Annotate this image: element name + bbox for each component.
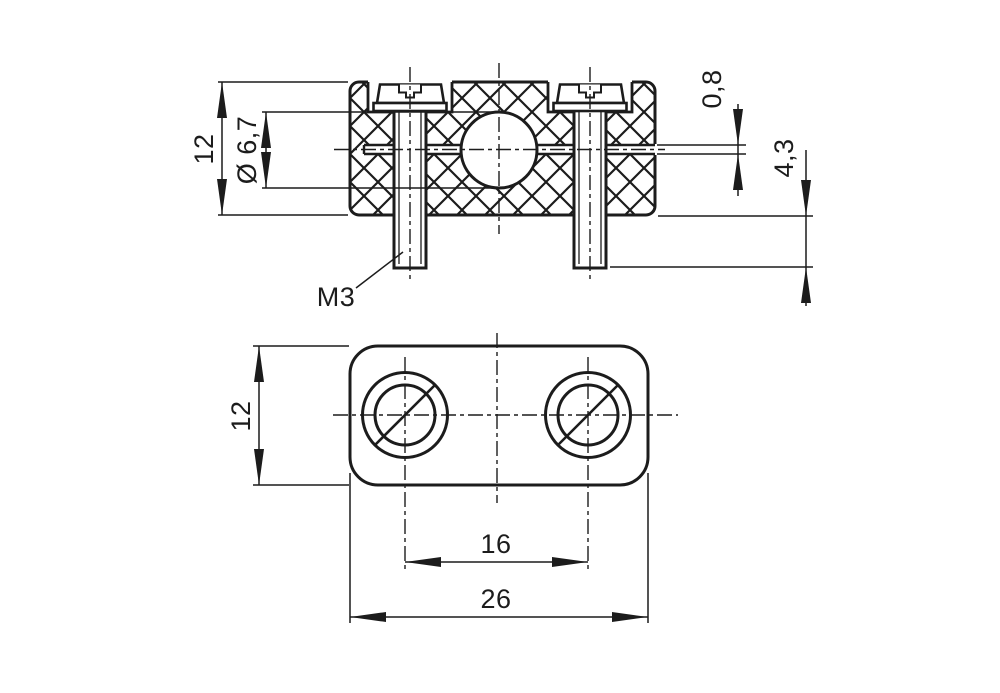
dim-label-spacing: 16 — [480, 529, 511, 559]
arrowhead-right-icon — [612, 612, 648, 622]
arrowhead-up-icon — [733, 154, 743, 190]
thread-callout: M3 — [317, 251, 404, 312]
dim-label-protrusion: 4,3 — [769, 138, 799, 177]
dim-label-slot: 0,8 — [697, 69, 727, 108]
arrowhead-down-icon — [261, 152, 271, 188]
plan-view-dimensions: 12 16 26 — [226, 345, 649, 623]
dimension-overall-width: 26 — [349, 473, 649, 623]
arrowhead-down-icon — [801, 180, 811, 216]
arrowhead-down-icon — [733, 109, 743, 145]
dim-label-width: 26 — [480, 584, 511, 614]
dim-label-height: 12 — [189, 133, 219, 164]
arrowhead-down-icon — [254, 449, 264, 485]
plan-center-lines — [333, 333, 678, 572]
thread-label: M3 — [317, 282, 356, 312]
dim-label-depth: 12 — [226, 400, 256, 431]
front-section-view — [334, 63, 665, 282]
arrowhead-down-icon — [217, 179, 227, 215]
front-center-lines — [334, 63, 665, 282]
arrowhead-right-icon — [552, 557, 588, 567]
arrowhead-left-icon — [350, 612, 386, 622]
leader-line — [355, 251, 404, 289]
dimension-height: 12 — [189, 81, 348, 216]
dimension-screw-protrusion: 4,3 — [610, 138, 813, 306]
arrowhead-up-icon — [261, 112, 271, 148]
arrowhead-up-icon — [217, 82, 227, 118]
dim-label-bore: Ø 6,7 — [232, 116, 262, 185]
dimension-bore-diameter: Ø 6,7 — [232, 111, 499, 189]
arrowhead-up-icon — [254, 346, 264, 382]
right-screw-thread-lines — [578, 112, 602, 264]
arrowhead-up-icon — [801, 267, 811, 303]
dimension-slot-width: 0,8 — [657, 69, 746, 196]
right-screw — [552, 83, 628, 270]
dimension-hole-spacing: 16 — [405, 529, 588, 567]
arrowhead-left-icon — [405, 557, 441, 567]
dimension-depth: 12 — [226, 345, 349, 486]
front-view-dimensions: 12 Ø 6,7 0,8 4,3 M3 — [189, 69, 813, 312]
plan-view — [333, 333, 678, 572]
